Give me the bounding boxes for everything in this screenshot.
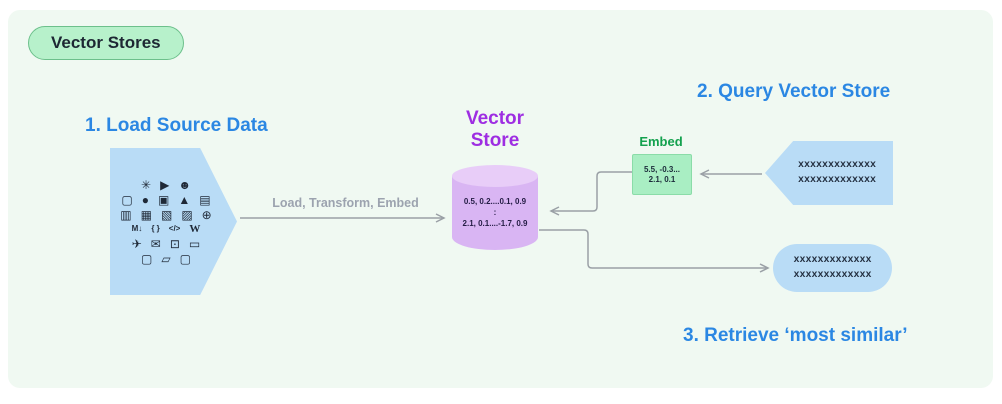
email-icon: ✉ [150, 236, 161, 251]
file-icon: ▢ [179, 251, 191, 266]
embed-vector-line2: 2.1, 0.1 [648, 174, 676, 184]
pdf-file-icon: ▦ [140, 207, 152, 222]
file-icon: ▢ [121, 192, 133, 207]
vector-stores-badge: Vector Stores [28, 26, 184, 60]
web-globe-icon: ⊕ [201, 207, 212, 222]
step1-title: 1. Load Source Data [85, 115, 268, 136]
twitter-icon: ✈ [131, 236, 142, 251]
source-icons-row: ✈ ✉ ⊡ ▭ [118, 238, 214, 250]
vector-store-data: 0.5, 0.2....0.1, 0.9 : 2.1, 0.1....-1.7,… [452, 196, 538, 229]
source-icons-row: ▥ ▦ ▧ ▨ ⊕ [118, 209, 214, 221]
step2-title: 2. Query Vector Store [697, 81, 891, 102]
vector-row-separator: : [493, 208, 497, 217]
vector-store-title-line2: Store [470, 130, 520, 151]
vector-store-title-line1: Vector [465, 108, 525, 129]
step3-title: 3. Retrieve ‘most similar’ [683, 325, 908, 346]
note-file-icon: ▱ [161, 251, 171, 266]
query-document-shape: xxxxxxxxxxxxx xxxxxxxxxxxxx [765, 141, 893, 205]
file-icon: ▢ [141, 251, 153, 266]
vector-store-title: Vector Store [450, 108, 540, 152]
doc-file-icon: ▥ [120, 207, 132, 222]
sheet-file-icon: ▧ [160, 207, 173, 222]
word-file-icon: ▨ [181, 207, 193, 222]
source-icons-row: ✳ ▶ ☻ [118, 179, 214, 191]
markdown-icon: M↓ [131, 224, 143, 233]
youtube-icon: ▶ [160, 177, 170, 192]
retrieved-document-box: xxxxxxxxxxxxx xxxxxxxxxxxxx [773, 244, 892, 292]
github-icon: ● [141, 192, 149, 207]
html-icon: </> [168, 224, 181, 233]
csv-file-icon: ▤ [199, 192, 211, 207]
wikipedia-icon: W [189, 222, 201, 235]
source-icons-row: ▢ ▱ ▢ [118, 253, 214, 265]
vector-store-cylinder: 0.5, 0.2....0.1, 0.9 : 2.1, 0.1....-1.7,… [452, 165, 538, 250]
query-doc-line1: xxxxxxxxxxxxx [797, 160, 876, 171]
vector-row-1: 0.5, 0.2....0.1, 0.9 [463, 197, 527, 206]
source-icons-row: M↓ { } </> W [118, 222, 214, 235]
result-doc-line2: xxxxxxxxxxxxx [793, 270, 872, 281]
vector-row-2: 2.1, 0.1....-1.7, 0.9 [462, 219, 528, 228]
slack-icon: ✳ [141, 177, 152, 192]
folder-icon: ▭ [188, 236, 201, 251]
gdrive-icon: ▲ [178, 192, 191, 207]
embed-label: Embed [639, 134, 683, 149]
embed-vector-line1: 5.5, -0.3... [643, 164, 681, 174]
json-icon: { } [151, 224, 160, 233]
embed-vector-box: 5.5, -0.3... 2.1, 0.1 [632, 154, 692, 195]
result-doc-line1: xxxxxxxxxxxxx [793, 255, 872, 266]
pipeline-arrow-label: Load, Transform, Embed [272, 196, 419, 210]
query-doc-line2: xxxxxxxxxxxxx [797, 175, 876, 186]
discord-icon: ☻ [178, 177, 191, 192]
instagram-icon: ⊡ [169, 236, 180, 251]
image-icon: ▣ [158, 192, 170, 207]
source-icons-row: ▢ ● ▣ ▲ ▤ [118, 194, 214, 206]
